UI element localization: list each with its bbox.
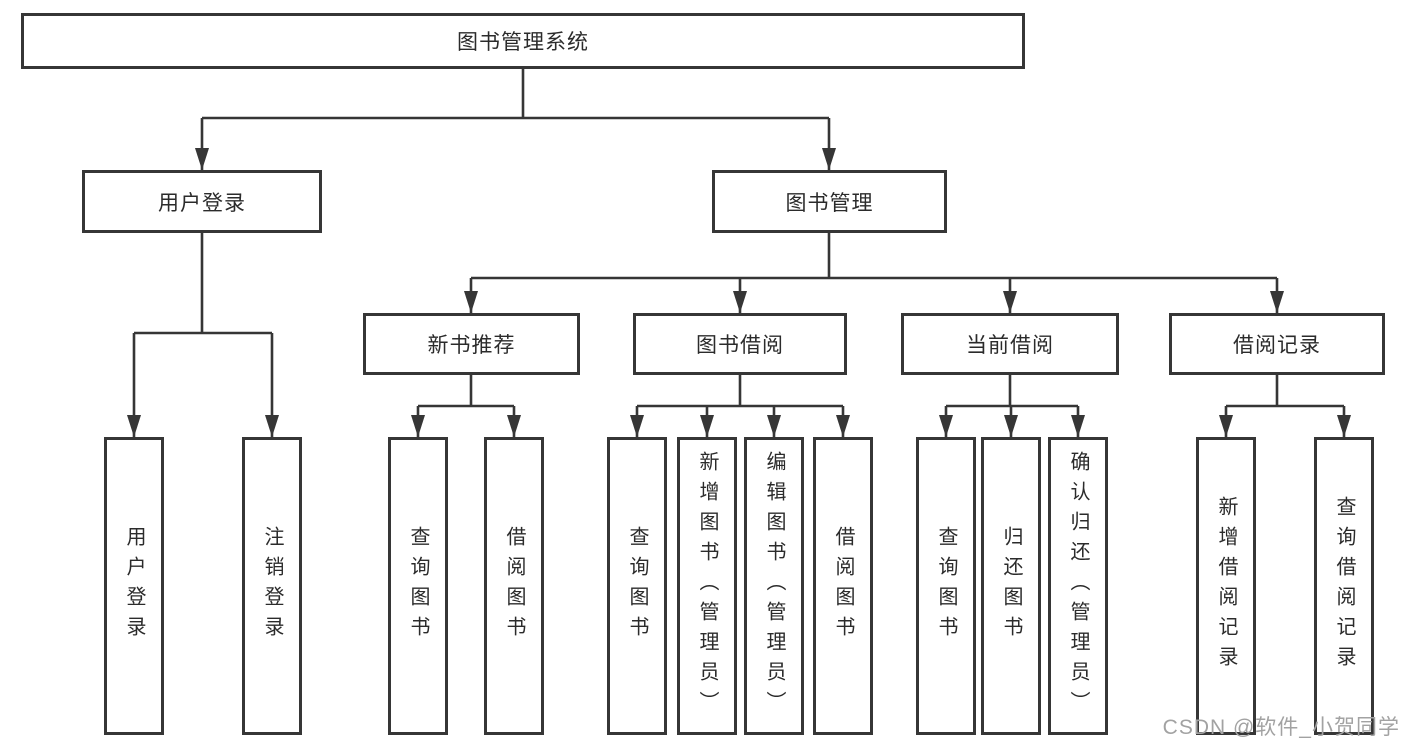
leaf-query-borrow-record-label: 查询借阅记录 xyxy=(1333,496,1355,676)
leaf-add-books-admin-label: 新增图书（管理员） xyxy=(696,451,718,721)
leaf-borrow-books-recommend-label: 借阅图书 xyxy=(503,526,525,646)
leaf-query-books-recommend-label: 查询图书 xyxy=(407,526,429,646)
connector-current-to-leaves xyxy=(939,375,1085,437)
leaf-user-login: 用户登录 xyxy=(104,437,164,735)
connector-mgmt-to-level3 xyxy=(464,233,1284,313)
csdn-watermark: CSDN @软件_小贺同学 xyxy=(1162,716,1400,739)
leaf-query-books-recommend: 查询图书 xyxy=(388,437,448,735)
leaf-query-books-borrow-label: 查询图书 xyxy=(626,526,648,646)
node-book-borrow: 图书借阅 xyxy=(633,313,847,375)
node-book-management: 图书管理 xyxy=(712,170,947,233)
connector-recommend-to-leaves xyxy=(411,375,521,437)
leaf-query-borrow-record: 查询借阅记录 xyxy=(1314,437,1374,735)
connector-records-to-leaves xyxy=(1219,375,1351,437)
leaf-user-login-label: 用户登录 xyxy=(123,526,145,646)
node-new-book-recommend: 新书推荐 xyxy=(363,313,580,375)
node-borrow-records: 借阅记录 xyxy=(1169,313,1385,375)
leaf-return-books-label: 归还图书 xyxy=(1000,526,1022,646)
node-user-login: 用户登录 xyxy=(82,170,322,233)
leaf-add-borrow-record-label: 新增借阅记录 xyxy=(1215,496,1237,676)
leaf-query-books-current: 查询图书 xyxy=(916,437,976,735)
leaf-borrow-books-recommend: 借阅图书 xyxy=(484,437,544,735)
connector-root-to-level2 xyxy=(195,69,836,170)
leaf-borrow-books: 借阅图书 xyxy=(813,437,873,735)
leaf-borrow-books-label: 借阅图书 xyxy=(832,526,854,646)
leaf-confirm-return-admin-label: 确认归还（管理员） xyxy=(1067,451,1089,721)
node-current-borrow: 当前借阅 xyxy=(901,313,1119,375)
leaf-add-borrow-record: 新增借阅记录 xyxy=(1196,437,1256,735)
connector-login-to-leaves xyxy=(127,233,279,437)
leaf-query-books-current-label: 查询图书 xyxy=(935,526,957,646)
connector-borrow-to-leaves xyxy=(630,375,850,437)
leaf-logout: 注销登录 xyxy=(242,437,302,735)
node-root-system: 图书管理系统 xyxy=(21,13,1025,69)
leaf-return-books: 归还图书 xyxy=(981,437,1041,735)
leaf-logout-label: 注销登录 xyxy=(261,526,283,646)
leaf-query-books-borrow: 查询图书 xyxy=(607,437,667,735)
leaf-add-books-admin: 新增图书（管理员） xyxy=(677,437,737,735)
leaf-edit-books-admin-label: 编辑图书（管理员） xyxy=(763,451,785,721)
leaf-confirm-return-admin: 确认归还（管理员） xyxy=(1048,437,1108,735)
leaf-edit-books-admin: 编辑图书（管理员） xyxy=(744,437,804,735)
